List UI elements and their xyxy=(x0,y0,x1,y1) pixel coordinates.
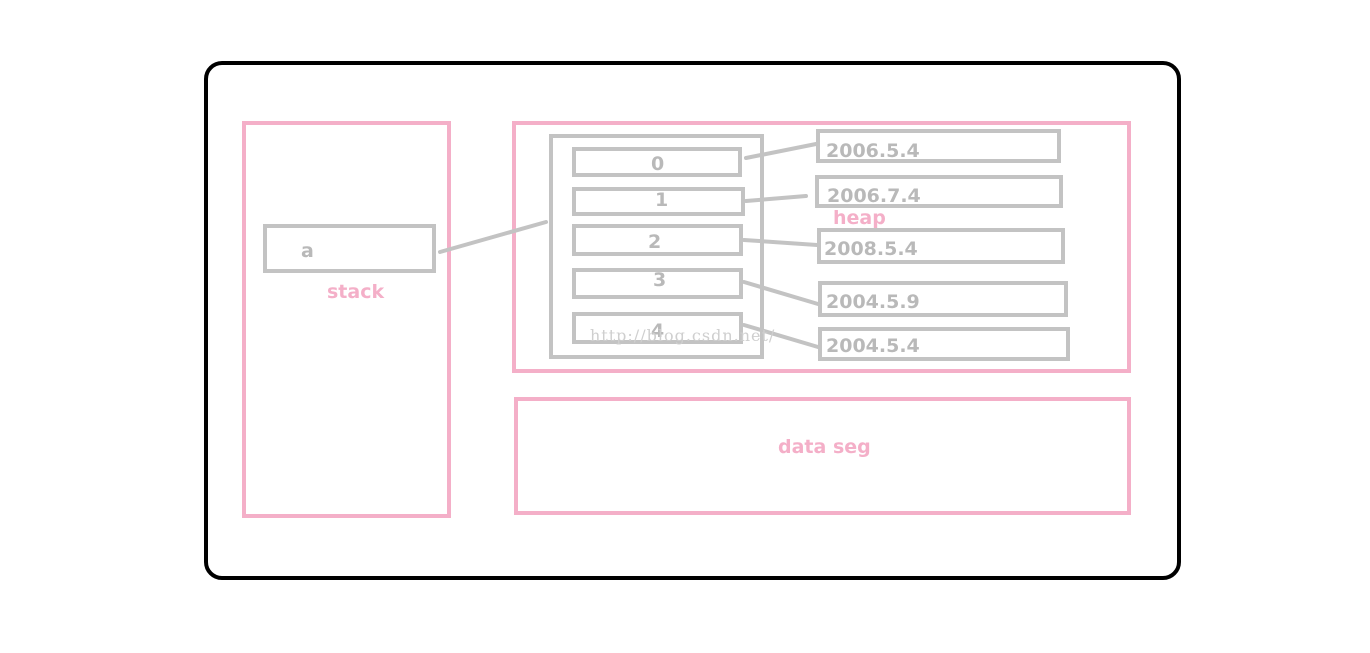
date-value-1: 2006.7.4 xyxy=(827,185,921,207)
date-value-2: 2008.5.4 xyxy=(824,238,918,260)
variable-a-label: a xyxy=(301,240,314,262)
date-object-1 xyxy=(815,175,1063,208)
reference-cell-0 xyxy=(744,142,818,160)
date-object-0 xyxy=(816,129,1061,163)
date-value-0: 2006.5.4 xyxy=(826,140,920,162)
array-index-1: 1 xyxy=(655,189,669,211)
heap-label: heap xyxy=(833,207,886,229)
variable-a-box xyxy=(263,224,436,273)
array-index-0: 0 xyxy=(651,153,665,175)
array-index-2: 2 xyxy=(648,231,662,253)
reference-cell-2 xyxy=(742,238,819,247)
reference-cell-3 xyxy=(742,280,820,306)
date-value-4: 2004.5.4 xyxy=(826,335,920,357)
memory-frame xyxy=(204,61,1181,580)
reference-cell-4 xyxy=(742,323,820,349)
date-object-4 xyxy=(818,327,1070,361)
reference-a-to-array xyxy=(438,220,548,254)
array-cell-4 xyxy=(572,312,743,344)
data-seg-region xyxy=(514,397,1131,515)
array-container xyxy=(549,134,764,359)
date-object-3 xyxy=(818,281,1068,317)
array-index-3: 3 xyxy=(653,269,667,291)
date-value-3: 2004.5.9 xyxy=(826,291,920,313)
reference-cell-1 xyxy=(744,194,808,203)
date-object-2 xyxy=(817,228,1065,264)
heap-region xyxy=(512,121,1131,373)
watermark-text: http://blog.csdn.net/ xyxy=(590,326,776,345)
stack-label: stack xyxy=(327,281,385,303)
array-cell-1 xyxy=(572,187,745,216)
data-seg-label: data seg xyxy=(778,436,871,458)
array-cell-3 xyxy=(572,268,743,299)
array-cell-0 xyxy=(572,147,742,177)
stack-region xyxy=(242,121,451,518)
array-cell-2 xyxy=(572,224,743,256)
array-index-4: 4 xyxy=(651,320,665,342)
